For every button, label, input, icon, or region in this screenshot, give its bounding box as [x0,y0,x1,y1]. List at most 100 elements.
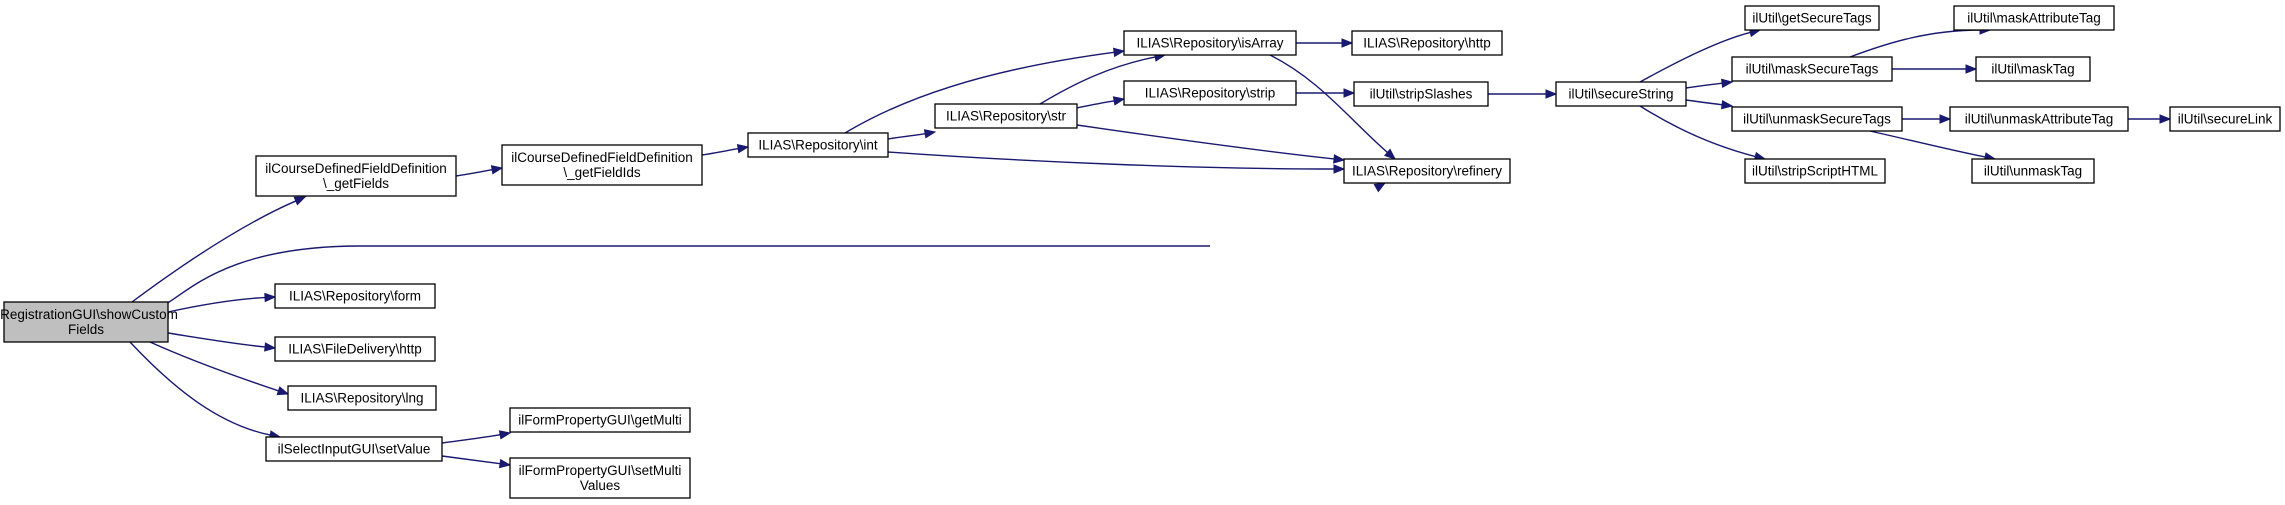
edge-line [1685,99,1724,106]
arrowhead-icon [498,458,512,469]
edge-line [167,332,267,348]
arrowhead-icon [1545,89,1558,99]
edge-line [131,199,298,303]
node-box [1975,56,2091,82]
node-box [1744,5,1880,31]
arrowhead-icon [264,292,277,303]
node-str[interactable]: ILIAS\Repository\str [934,103,1078,129]
node-box [747,132,889,158]
node-getSecureTags[interactable]: ilUtil\getSecureTags [1744,5,1880,31]
node-box [274,336,436,362]
node-stripSlashes[interactable]: ilUtil\stripSlashes [1353,81,1489,107]
node-refinery[interactable]: ILIAS\Repository\refinery [1343,158,1511,184]
edge-getFieldIds-to-int [701,144,750,156]
edge-int-to-isArray [844,47,1126,134]
arrowhead-icon [1965,64,1978,74]
arrowhead-icon [1720,99,1734,110]
node-label: ilUtil\stripScriptHTML [1752,164,1879,179]
edge-line [1869,130,1987,158]
edge-unmaskSecureTags-to-unmaskTag [1869,130,1997,162]
edge-strip-to-stripSlashes [1296,88,1356,98]
node-label: ILIAS\Repository\refinery [1352,164,1502,179]
node-secureString[interactable]: ilUtil\secureString [1555,81,1687,107]
node-box [509,407,691,433]
edge-line [844,51,1116,134]
edge-maskSecureTags-to-maskTag [1892,64,1978,74]
edge-isArray-to-http1 [1295,38,1354,48]
node-box [1953,5,2115,31]
edge-line [441,433,502,444]
node-label: ilUtil\secureLink [2178,112,2273,127]
node-box [1353,81,1489,107]
edge-line [129,341,272,436]
node-label: ILIAS\Repository\str [946,109,1067,124]
edge-stripSlashes-to-secureString [1488,89,1558,99]
arrowhead-icon [498,430,512,440]
node-isArray[interactable]: ILIAS\Repository\isArray [1123,30,1297,56]
edge-str-to-refinery [1076,124,1346,164]
node-label: ilFormPropertyGUI\getMulti [518,413,682,428]
edge-line [701,147,740,156]
node-label: ILIAS\Repository\strip [1145,86,1276,101]
node-int[interactable]: ILIAS\Repository\int [747,132,889,158]
edge-line [1685,82,1724,89]
node-maskTag[interactable]: ilUtil\maskTag [1975,56,2091,82]
edge-root-to-setValue [129,341,282,440]
node-maskSecureTags[interactable]: ilUtil\maskSecureTags [1731,56,1893,82]
node-box [255,155,457,197]
node-setValue[interactable]: ilSelectInputGUI\setValue [265,436,443,462]
edge-line [1849,29,1982,58]
node-box [274,283,436,309]
node-form[interactable]: ILIAS\Repository\form [274,283,436,309]
node-label: \_getFieldIds [563,165,641,180]
edge-setValue-to-getMulti [441,430,512,444]
node-label: Values [580,478,621,493]
node-box [1744,158,1886,184]
arrowhead-icon [736,144,750,154]
edge-line [149,341,280,392]
arrowhead-icon [1373,182,1387,193]
node-label: ilSelectInputGUI\setValue [278,442,431,457]
node-label: ilUtil\getSecureTags [1752,11,1872,26]
arrowhead-icon [490,165,504,175]
node-unmaskSecureTags[interactable]: ilUtil\unmaskSecureTags [1731,106,1903,132]
edge-line [1269,54,1389,154]
node-label: \_getFields [323,176,389,191]
node-fdHttp[interactable]: ILIAS\FileDelivery\http [274,336,436,362]
node-box [501,144,703,186]
node-unmaskAttributeTag[interactable]: ilUtil\unmaskAttributeTag [1949,106,2129,132]
edge-unmaskAttributeTag-to-secureLink [2127,114,2172,124]
node-label: ILIAS\Repository\http [1363,36,1491,51]
node-maskAttributeTag[interactable]: ilUtil\maskAttributeTag [1953,5,2115,31]
edge-root-to-getFields [131,196,307,303]
arrowhead-icon [293,196,307,206]
node-label: ilUtil\secureString [1568,87,1673,102]
node-box [1123,80,1297,106]
node-http1[interactable]: ILIAS\Repository\http [1351,30,1503,56]
edge-line [887,132,927,140]
node-secureLink[interactable]: ilUtil\secureLink [2169,106,2281,132]
node-getFields[interactable]: ilCourseDefinedFieldDefinition\_getField… [255,155,457,197]
node-strip[interactable]: ILIAS\Repository\strip [1123,80,1297,106]
edge-root-to-fdHttp [167,332,277,352]
node-stripScriptHTML[interactable]: ilUtil\stripScriptHTML [1744,158,1886,184]
edge-line [441,455,502,465]
edge-line [455,168,494,177]
node-label: Fields [68,322,104,337]
node-label: ilRegistrationGUI\showCustom [0,307,178,322]
node-unmaskTag[interactable]: ilUtil\unmaskTag [1971,158,2095,184]
node-getMulti[interactable]: ilFormPropertyGUI\getMulti [509,407,691,433]
node-label: ILIAS\Repository\lng [300,391,423,406]
edge-line [1076,99,1116,109]
node-label: ilUtil\unmaskSecureTags [1743,112,1891,127]
node-getFieldIds[interactable]: ilCourseDefinedFieldDefinition\_getField… [501,144,703,186]
edge-root-to-refinery [165,182,1387,305]
node-label: ilCourseDefinedFieldDefinition [511,150,693,165]
node-label: ilUtil\stripSlashes [1370,87,1473,102]
node-lng[interactable]: ILIAS\Repository\lng [287,385,437,411]
node-box [1949,106,2129,132]
